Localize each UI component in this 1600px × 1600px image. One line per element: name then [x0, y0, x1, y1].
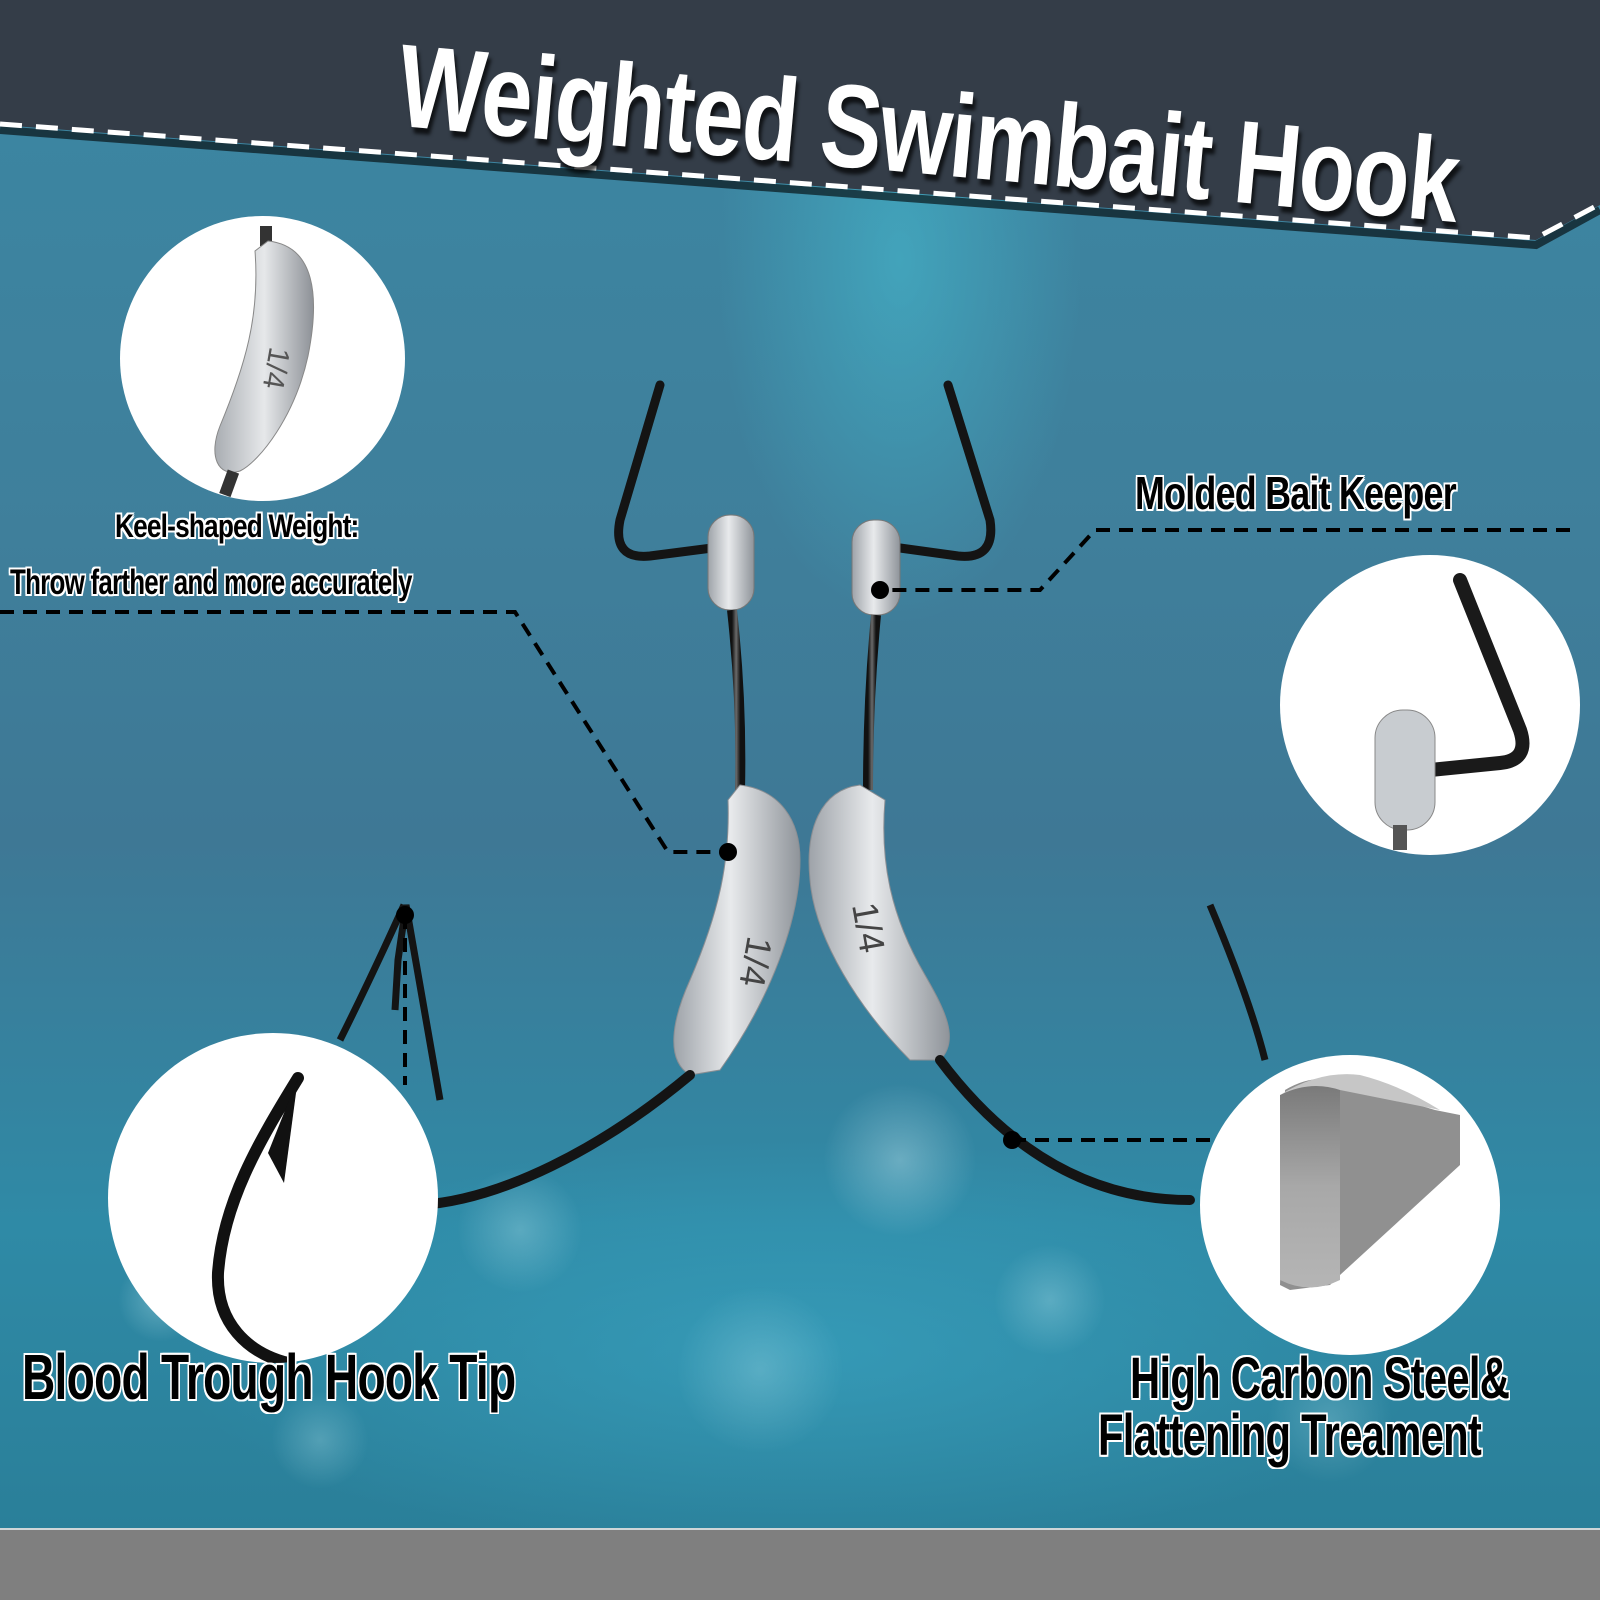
header-banner — [0, 0, 1600, 250]
svg-text:1/4: 1/4 — [256, 345, 296, 392]
keel-weight-label: Keel-shaped Weight: — [115, 508, 359, 544]
hooks-illustration: 1/4 1/4 — [0, 380, 1570, 1210]
bait-keeper-label: Molded Bait Keeper — [1135, 467, 1457, 519]
keel-weight-icon: 1/4 — [214, 226, 315, 498]
flattened-steel-icon — [1280, 1074, 1460, 1290]
steel-label-line2: Flattening Treament — [1098, 1403, 1482, 1468]
leader-lines — [0, 528, 1570, 1142]
hook-tip-label: Blood Trough Hook Tip — [22, 1341, 516, 1413]
hook-tip-circle — [108, 1033, 438, 1363]
leader-dots — [396, 581, 1021, 1149]
bottom-gray-bar — [0, 1528, 1600, 1600]
keel-weight-description: Throw farther and more accurately — [10, 563, 412, 602]
steel-label-line1: High Carbon Steel& — [1130, 1346, 1510, 1411]
bait-keeper-circle — [1280, 555, 1580, 855]
hook-tip-icon — [211, 1072, 304, 1363]
left-weight-marking: 1/4 — [731, 934, 780, 990]
keel-weight-circle: 1/4 — [120, 216, 405, 501]
left-hook — [336, 380, 801, 1210]
right-weight-marking: 1/4 — [844, 899, 893, 955]
bait-keeper-icon — [1374, 573, 1530, 850]
steel-circle — [1200, 1055, 1500, 1355]
